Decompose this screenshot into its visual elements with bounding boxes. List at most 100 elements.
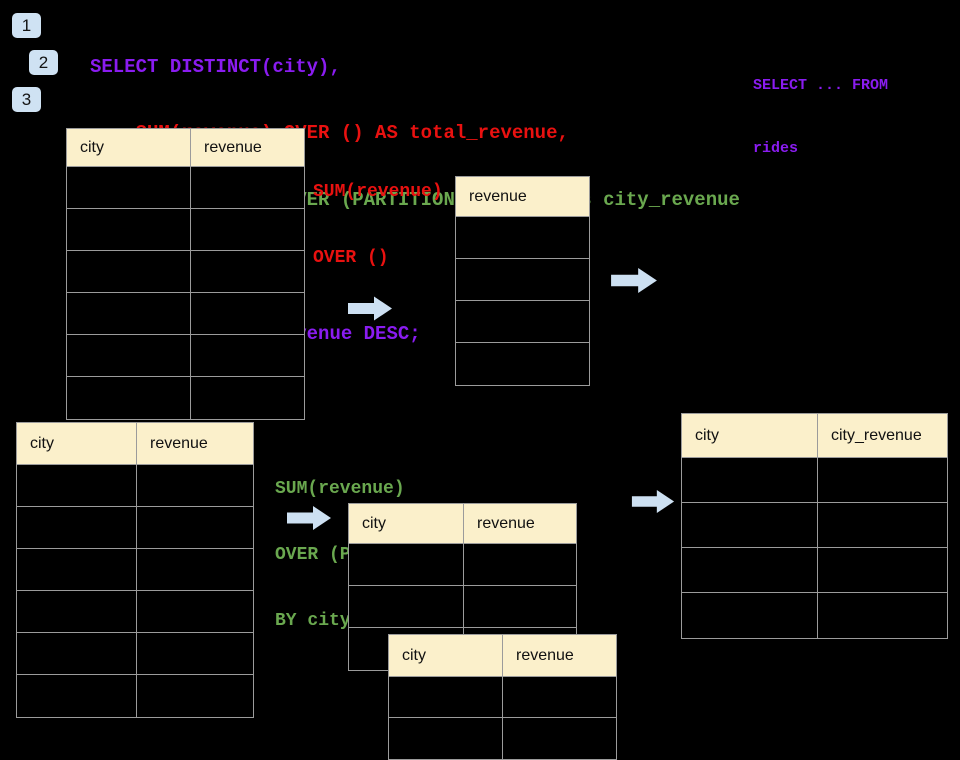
table-row (682, 503, 947, 548)
table-row (17, 549, 253, 591)
table-row (682, 458, 947, 503)
column-header-revenue: revenue (469, 187, 527, 205)
table-row (17, 591, 253, 633)
column-header-city: city (682, 414, 818, 457)
table-cell-empty (191, 293, 304, 334)
table-cell-empty (67, 335, 191, 376)
table-row (456, 301, 589, 343)
table-row (349, 586, 576, 628)
table-rides-source-bottom: city revenue (16, 422, 254, 718)
table-city-revenue-result: city city_revenue (681, 413, 948, 639)
table-cell-empty (818, 593, 947, 638)
table-cell-empty (191, 377, 304, 419)
table-cell-empty (17, 633, 137, 674)
select-from-snippet: SELECT ... FROM rides (753, 33, 888, 180)
arrow-total-step-icon (348, 296, 392, 321)
table-cell-empty (682, 503, 818, 547)
table-cell-empty (349, 586, 464, 627)
annotation-total-line-1: SUM(revenue) (313, 182, 443, 202)
snippet-line-1: SELECT ... FROM (753, 77, 889, 94)
table-header-row: city city_revenue (682, 414, 947, 458)
step-badge-2: 2 (29, 50, 58, 75)
table-cell-empty (67, 377, 191, 419)
table-cell-empty (682, 593, 818, 638)
table-cell-empty (191, 209, 304, 250)
table-cell-empty (682, 458, 818, 502)
table-cell-empty (464, 586, 576, 627)
table-row (682, 548, 947, 593)
table-cell-empty (682, 548, 818, 592)
table-row (67, 293, 304, 335)
table-row (17, 633, 253, 675)
table-cell-empty (503, 718, 616, 759)
column-header-city-revenue: city_revenue (831, 426, 922, 444)
table-cell-empty (389, 677, 503, 717)
table-cell-empty (17, 507, 137, 548)
column-header-revenue: revenue (204, 138, 262, 156)
table-cell-empty (349, 544, 464, 585)
step-badge-3: 3 (12, 87, 41, 112)
table-cell-empty (191, 167, 304, 208)
table-row (67, 167, 304, 209)
arrow-total-output-icon (611, 268, 657, 293)
table-partition-group-2: city revenue (388, 634, 617, 760)
column-header-revenue: revenue (516, 646, 574, 664)
table-row (456, 259, 589, 301)
snippet-line-2: rides (753, 140, 799, 157)
table-cell-empty (17, 465, 137, 506)
table-row (67, 335, 304, 377)
table-header-row: city revenue (389, 635, 616, 677)
table-rides-source-top: city revenue (66, 128, 305, 420)
table-cell-empty (67, 251, 191, 292)
step-badge-1: 1 (12, 13, 41, 38)
table-cell-empty (456, 301, 589, 342)
table-header-row: city revenue (349, 504, 576, 544)
table-cell-empty (464, 544, 576, 585)
table-total-revenue-result: revenue (455, 176, 590, 386)
table-row (17, 465, 253, 507)
table-row (389, 718, 616, 759)
arrow-partition-output-icon (631, 490, 675, 513)
table-header-row: city revenue (67, 129, 304, 167)
column-header-revenue: revenue (150, 434, 208, 452)
table-cell-empty (191, 251, 304, 292)
table-cell-empty (456, 217, 589, 258)
table-cell-empty (389, 718, 503, 759)
table-row (67, 209, 304, 251)
table-cell-empty (67, 167, 191, 208)
table-row (682, 593, 947, 638)
column-header-city: city (389, 635, 503, 676)
table-row (456, 343, 589, 385)
column-header-city: city (17, 423, 137, 464)
table-cell-empty (191, 335, 304, 376)
table-cell-empty (456, 259, 589, 300)
table-cell-empty (17, 675, 137, 717)
annotation-partition-line-3: BY city) (275, 611, 362, 631)
table-cell-empty (17, 591, 137, 632)
column-header-revenue: revenue (477, 514, 535, 532)
table-row (389, 677, 616, 718)
table-cell-empty (67, 293, 191, 334)
table-row (456, 217, 589, 259)
table-cell-empty (137, 675, 253, 717)
annotation-total-line-2: OVER () (313, 248, 389, 268)
slide-canvas: { "colors": { "background": "#000000", "… (12, 13, 948, 760)
table-cell-empty (818, 458, 947, 502)
table-cell-empty (67, 209, 191, 250)
table-cell-empty (503, 677, 616, 717)
table-header-row: city revenue (17, 423, 253, 465)
arrow-partition-step-icon (287, 506, 331, 530)
column-header-city: city (349, 504, 464, 543)
table-row (17, 507, 253, 549)
table-cell-empty (137, 507, 253, 548)
table-cell-empty (137, 549, 253, 590)
sql-line-select: SELECT DISTINCT(city), (90, 55, 341, 78)
table-row (67, 251, 304, 293)
annotation-total-revenue: SUM(revenue) OVER () (313, 137, 443, 291)
column-header-city: city (67, 129, 191, 166)
table-row (17, 675, 253, 717)
table-cell-empty (818, 503, 947, 547)
table-cell-empty (137, 633, 253, 674)
table-row (67, 377, 304, 419)
table-header-row: revenue (456, 177, 589, 217)
